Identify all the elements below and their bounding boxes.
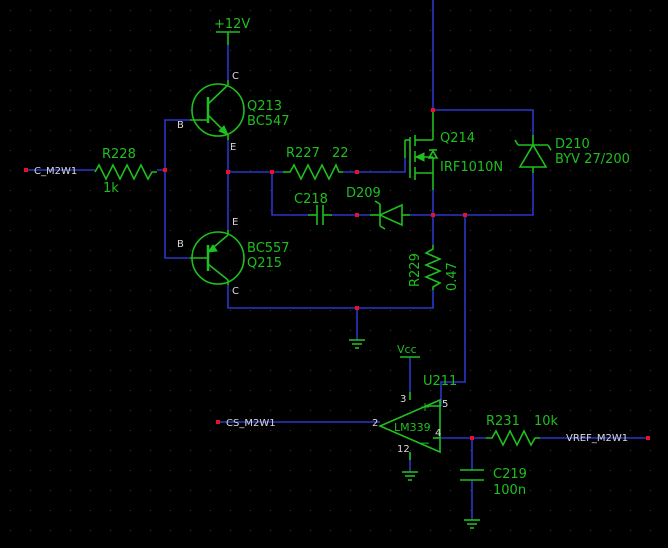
wires — [26, 0, 648, 520]
mosfet-q214[interactable]: Q214 IRF1010N — [404, 110, 503, 190]
q213-pin-e: E — [230, 142, 236, 153]
svg-text:C_M2W1: C_M2W1 — [34, 166, 77, 177]
c218-ref: C218 — [294, 192, 328, 207]
r231-value: 10k — [534, 414, 559, 429]
capacitor-c218[interactable]: C218 — [294, 192, 332, 225]
d209-ref: D209 — [346, 186, 381, 201]
q213-ref: Q213 — [247, 99, 282, 114]
resistor-r227[interactable]: R227 22 — [283, 146, 349, 181]
svg-text:VREF_M2W1: VREF_M2W1 — [566, 433, 628, 444]
net-label-vref-m2w1[interactable]: VREF_M2W1 — [566, 433, 628, 444]
ground-symbol-c219 — [464, 519, 480, 529]
r227-ref: R227 — [286, 146, 320, 161]
q213-pin-c: C — [232, 71, 239, 82]
u211-minus: − — [420, 436, 430, 450]
diode-d210[interactable]: D210 BYV 27/200 — [514, 135, 630, 173]
diode-d209[interactable]: D209 — [346, 186, 410, 230]
r229-value: 0.47 — [445, 262, 460, 291]
r231-ref: R231 — [486, 414, 520, 429]
r229-ref: R229 — [408, 253, 423, 287]
resistor-r231[interactable]: R231 10k — [486, 414, 559, 447]
u211-pin12: 12 — [397, 444, 410, 455]
q215-pin-c: C — [232, 286, 239, 297]
q215-ref: Q215 — [247, 256, 282, 271]
svg-text:CS_M2W1: CS_M2W1 — [226, 418, 276, 429]
r228-value: 1k — [103, 181, 119, 196]
c219-ref: C219 — [493, 467, 527, 482]
power-vcc-label: Vcc — [397, 343, 417, 356]
net-label-c-m2w1[interactable]: C_M2W1 — [34, 166, 77, 177]
transistor-q213[interactable]: C B E Q213 BC547 — [177, 71, 290, 153]
resistor-r228[interactable]: R228 1k — [94, 147, 157, 196]
u211-value: LM339 — [394, 421, 431, 434]
d210-ref: D210 — [555, 137, 590, 152]
resistor-r229[interactable]: R229 0.47 — [408, 245, 460, 291]
q215-pin-e: E — [232, 217, 238, 228]
u211-ref: U211 — [423, 374, 457, 389]
c219-value: 100n — [493, 483, 526, 498]
q214-value: IRF1010N — [440, 160, 503, 175]
r227-value: 22 — [332, 146, 349, 161]
net-label-cs-m2w1[interactable]: CS_M2W1 — [226, 418, 276, 429]
q214-ref: Q214 — [440, 131, 475, 146]
u211-pin2: 2 — [372, 418, 378, 429]
power-12v-label: +12V — [214, 17, 250, 32]
junction-dots — [24, 108, 650, 440]
u211-pin4: 4 — [435, 428, 441, 439]
power-12v: +12V — [214, 17, 250, 45]
d210-value: BYV 27/200 — [555, 152, 630, 167]
capacitor-c219[interactable]: C219 100n — [460, 467, 527, 498]
ground-symbol-comparator — [402, 471, 418, 481]
u211-pin5: 5 — [442, 399, 448, 410]
background-grid — [10, 10, 651, 531]
q215-value: BC557 — [247, 241, 290, 256]
r228-ref: R228 — [102, 147, 136, 162]
q213-value: BC547 — [247, 114, 290, 129]
comparator-u211[interactable]: + − LM339 U211 3 2 5 4 12 — [372, 374, 457, 460]
q215-pin-b: B — [177, 239, 184, 250]
transistor-q215[interactable]: E B C BC557 Q215 — [177, 217, 290, 297]
q213-pin-b: B — [177, 120, 184, 131]
u211-pin3: 3 — [400, 394, 406, 405]
power-vcc: Vcc — [397, 343, 420, 358]
ground-symbol-transistors — [349, 339, 365, 349]
u211-plus: + — [420, 400, 430, 414]
